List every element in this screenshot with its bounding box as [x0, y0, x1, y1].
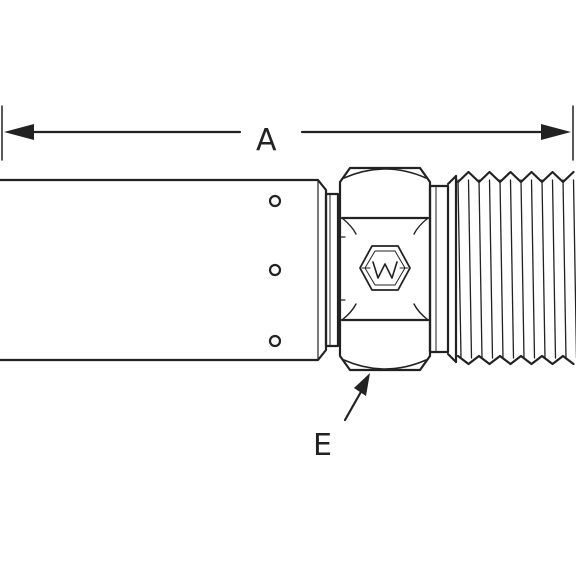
hose-sleeve — [0, 180, 326, 360]
crimp-dot — [270, 336, 280, 346]
male-pipe-thread — [448, 172, 576, 364]
thread-line — [490, 180, 493, 358]
thread-line — [458, 180, 461, 358]
thread-line — [542, 180, 545, 358]
arrowhead-left-icon — [4, 124, 34, 140]
hex-w-logo-icon — [360, 246, 410, 290]
thread-line — [479, 180, 482, 358]
dimension-line-a — [2, 106, 573, 160]
arrowhead-e-icon — [354, 373, 370, 396]
thread-line — [469, 180, 472, 358]
crimp-dot — [270, 196, 280, 206]
neck — [430, 186, 448, 352]
thread-line — [521, 180, 524, 358]
arrowhead-right-icon — [541, 124, 571, 140]
hex-nut — [338, 168, 430, 370]
collar — [326, 194, 338, 346]
thread-line — [563, 180, 566, 358]
thread-line — [553, 180, 556, 358]
thread-line — [500, 180, 503, 358]
crimp-dot — [270, 265, 280, 275]
thread-line — [532, 180, 535, 358]
callout-label-e: E — [313, 431, 332, 461]
dimension-label-a: A — [256, 126, 277, 156]
thread-line — [511, 180, 514, 358]
callout-leader-e — [345, 373, 370, 420]
